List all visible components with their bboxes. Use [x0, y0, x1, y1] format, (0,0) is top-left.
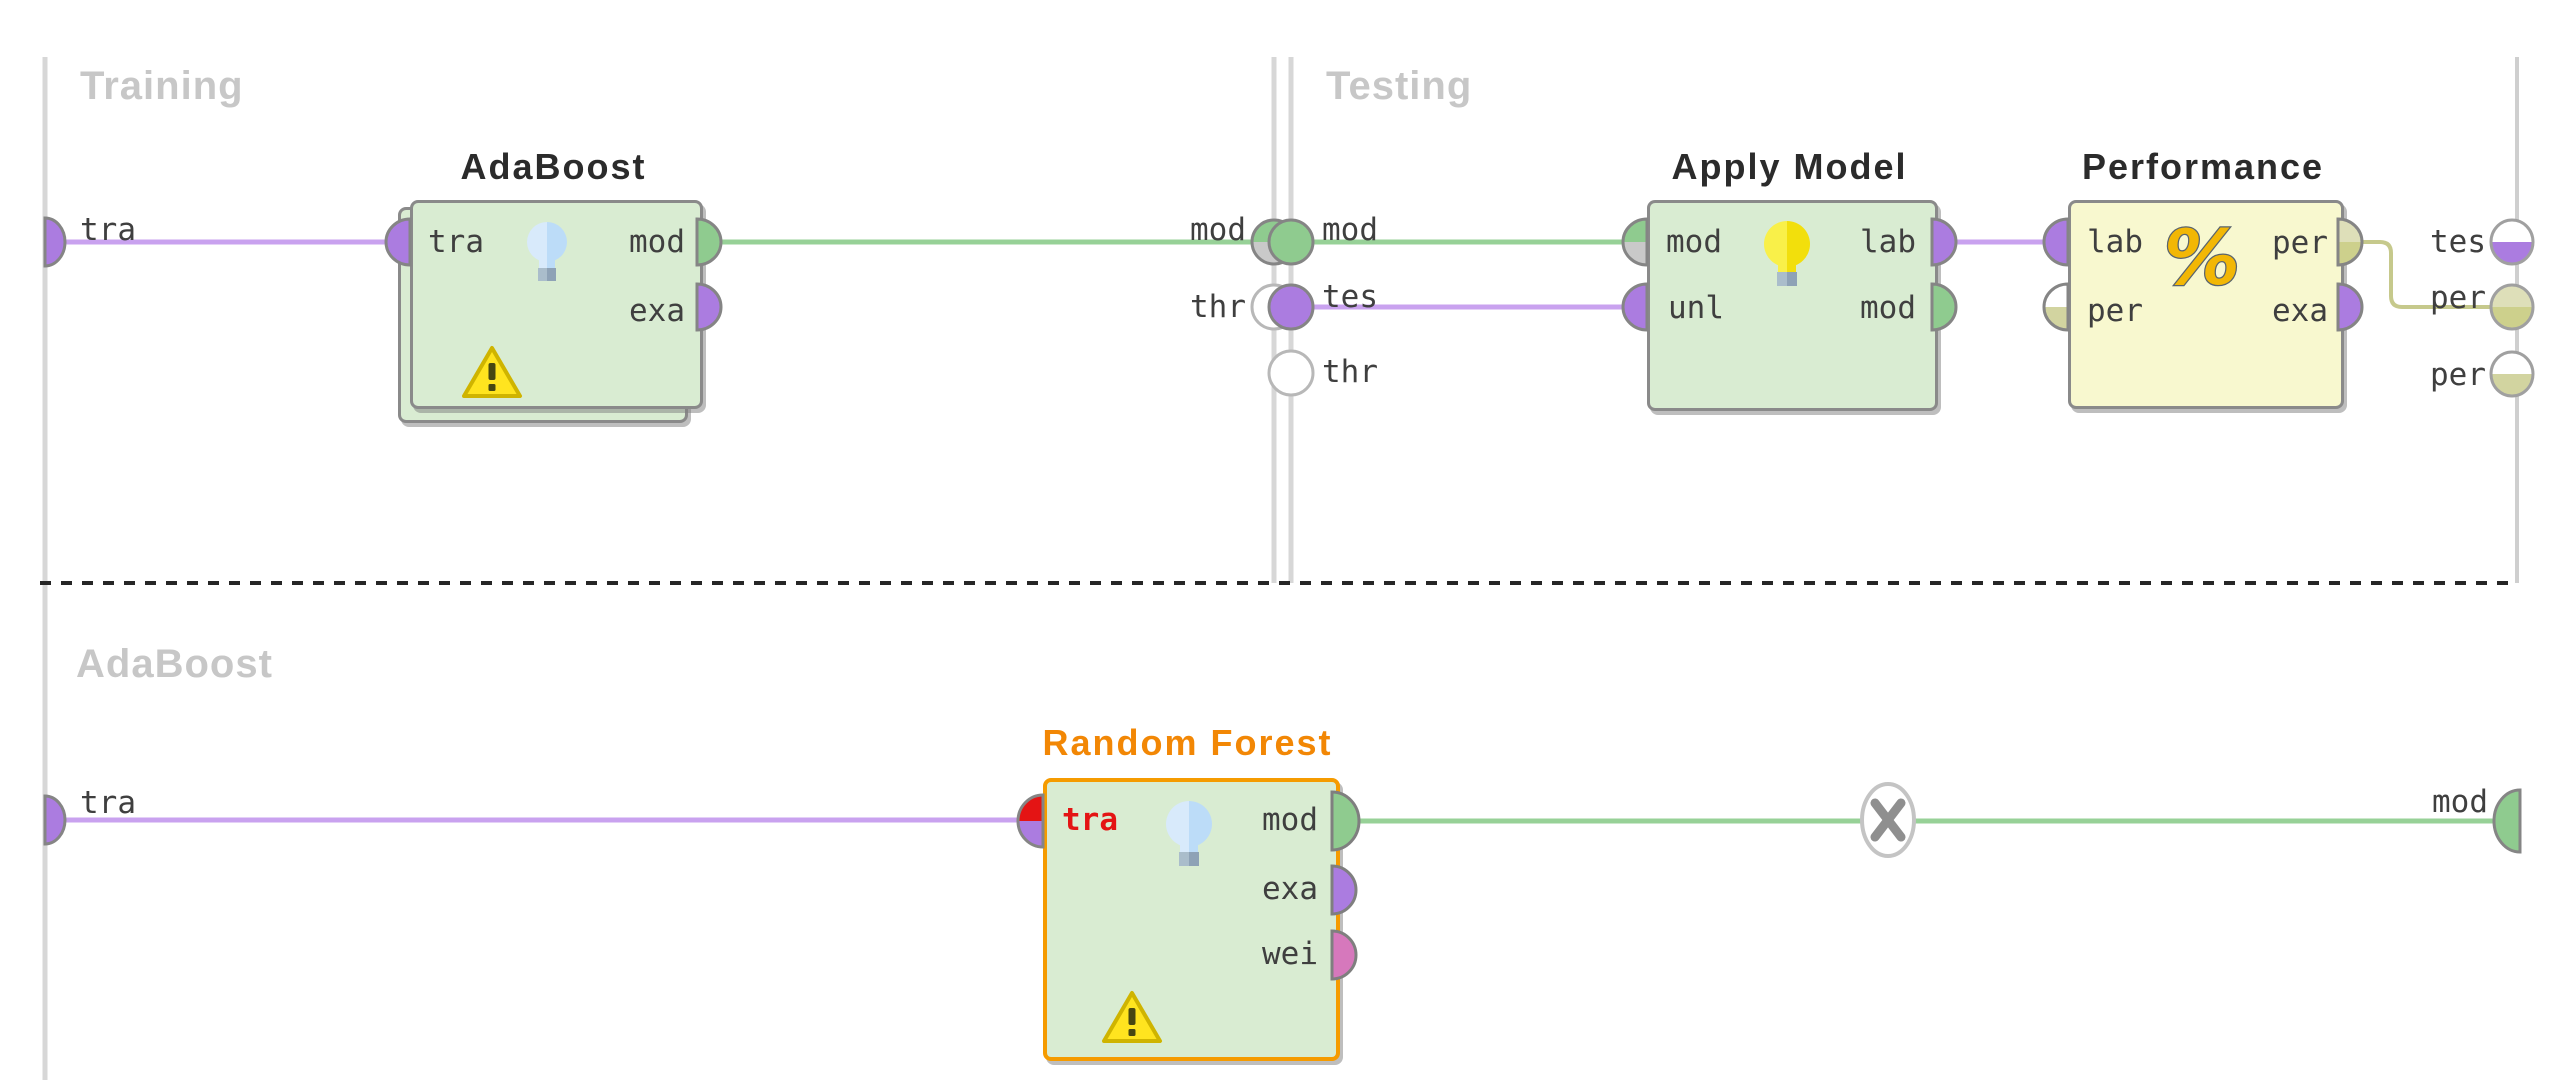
random-forest-input-port-tra[interactable] [1016, 793, 1045, 849]
port-label-exa: exa [1262, 871, 1318, 907]
subprocess-sink-port-mod[interactable] [2492, 788, 2522, 854]
adaboost-subprocess-label: AdaBoost [76, 642, 273, 686]
port-label-thr: thr [1322, 354, 1378, 390]
port-label-mod: mod [1666, 224, 1722, 260]
port-label-thr: thr [1190, 289, 1246, 325]
port-label-per: per [2430, 280, 2486, 316]
port-label-lab: lab [2087, 224, 2143, 260]
training-sink-port-mod[interactable] [1250, 218, 1298, 266]
port-label-mod: mod [1322, 212, 1378, 248]
performance-title: Performance [2081, 146, 2325, 187]
testing-panel-label: Testing [1326, 64, 1473, 108]
random-forest-operator[interactable] [1043, 778, 1340, 1061]
apply-model-input-port-unl[interactable] [1621, 282, 1649, 332]
performance-input-port-per[interactable] [2042, 282, 2070, 332]
testing-sink-port-per1[interactable] [2489, 283, 2535, 331]
random-forest-title: Random Forest [1042, 722, 1333, 763]
testing-sink-port-tes[interactable] [2489, 218, 2535, 266]
port-label-exa: exa [2272, 293, 2328, 329]
port-label-mod: mod [2432, 784, 2488, 820]
port-label-per: per [2087, 293, 2143, 329]
apply-model-input-port-mod[interactable] [1621, 217, 1649, 267]
port-label-wei: wei [1262, 936, 1318, 972]
port-label-tra-error: tra [1062, 802, 1118, 838]
testing-source-port-thr[interactable] [1267, 349, 1315, 397]
port-label-tes: tes [2430, 224, 2486, 260]
port-label-lab: lab [1860, 224, 1916, 260]
port-label-per: per [2430, 357, 2486, 393]
delete-connection-icon[interactable] [1860, 782, 1916, 858]
port-label-exa: exa [629, 293, 685, 329]
testing-sink-port-per2[interactable] [2489, 350, 2535, 398]
adaboost-title: AdaBoost [460, 146, 647, 187]
port-label-mod: mod [1190, 212, 1246, 248]
training-source-port-tra[interactable] [43, 216, 67, 268]
port-label-mod: mod [1262, 802, 1318, 838]
port-label-unl: unl [1668, 290, 1724, 326]
port-label-tra: tra [80, 212, 136, 248]
port-label-mod: mod [1860, 290, 1916, 326]
testing-source-port-mod[interactable] [1267, 218, 1315, 266]
testing-source-port-tes[interactable] [1267, 283, 1315, 331]
port-label-tra: tra [428, 224, 484, 260]
training-sink-port-thr[interactable] [1250, 283, 1298, 331]
port-label-tes: tes [1322, 279, 1378, 315]
port-label-tra: tra [80, 785, 136, 821]
port-label-per: per [2272, 225, 2328, 261]
performance-input-port-lab[interactable] [2042, 217, 2070, 267]
apply-model-title: Apply Model [1671, 146, 1908, 187]
subprocess-source-port-tra[interactable] [43, 794, 67, 846]
port-label-mod: mod [629, 224, 685, 260]
training-panel-label: Training [80, 64, 244, 108]
